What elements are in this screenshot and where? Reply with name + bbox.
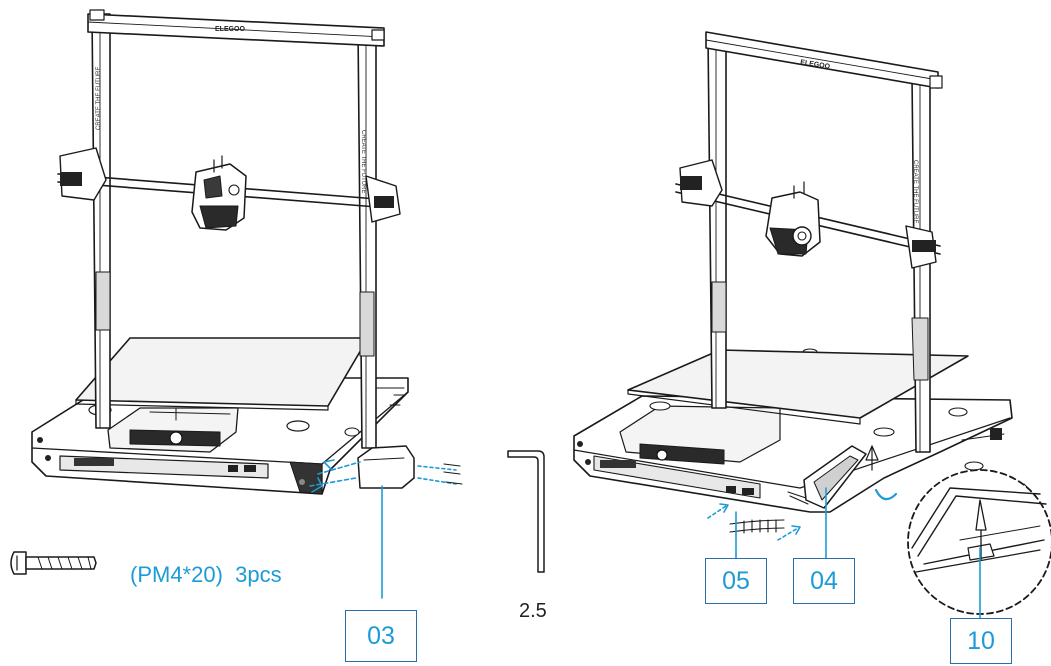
callout-03: 03 bbox=[345, 610, 417, 662]
screw-group-small bbox=[443, 463, 463, 485]
zoom-detail bbox=[907, 469, 1051, 625]
printer-left-frame: ELEGOO CREATE THE FUTURE CREATE THE FUTU… bbox=[87, 9, 385, 449]
hex-key-icon bbox=[507, 450, 545, 573]
frame-side-text-right: CREATE THE FUTURE bbox=[360, 130, 366, 193]
screen-cover-part bbox=[357, 445, 415, 489]
callout-05: 05 bbox=[705, 558, 767, 604]
printer-right: ELEGOO CREATE THE FUTURE bbox=[573, 31, 1013, 563]
frame-side-text-left: CREATE THE FUTURE bbox=[96, 67, 102, 130]
insert-arrow-icon bbox=[309, 459, 457, 493]
callout-10: 10 bbox=[950, 618, 1012, 664]
screw-icon bbox=[10, 551, 97, 575]
printer-left-gantry bbox=[57, 147, 401, 231]
callout-04: 04 bbox=[793, 558, 855, 604]
screen-module bbox=[787, 445, 867, 509]
brand-text-left: ELEGOO bbox=[215, 26, 246, 33]
printer-right-gantry bbox=[675, 159, 941, 269]
brand-text-right: ELEGOO bbox=[800, 59, 831, 71]
printer-left: ELEGOO CREATE THE FUTURE CREATE THE FUTU… bbox=[31, 9, 463, 599]
insert-arrow-icon bbox=[707, 488, 898, 541]
frame-side-text-right-printer: CREATE THE FUTURE bbox=[912, 160, 918, 223]
screw-spec-label: (PM4*20) 3pcs bbox=[130, 562, 282, 587]
hex-key-size-label: 2.5 bbox=[519, 600, 547, 622]
printer-right-base bbox=[573, 348, 1013, 513]
printer-left-base bbox=[31, 377, 409, 495]
printer-left-bed bbox=[75, 337, 369, 411]
ribbon-cable bbox=[729, 519, 785, 535]
